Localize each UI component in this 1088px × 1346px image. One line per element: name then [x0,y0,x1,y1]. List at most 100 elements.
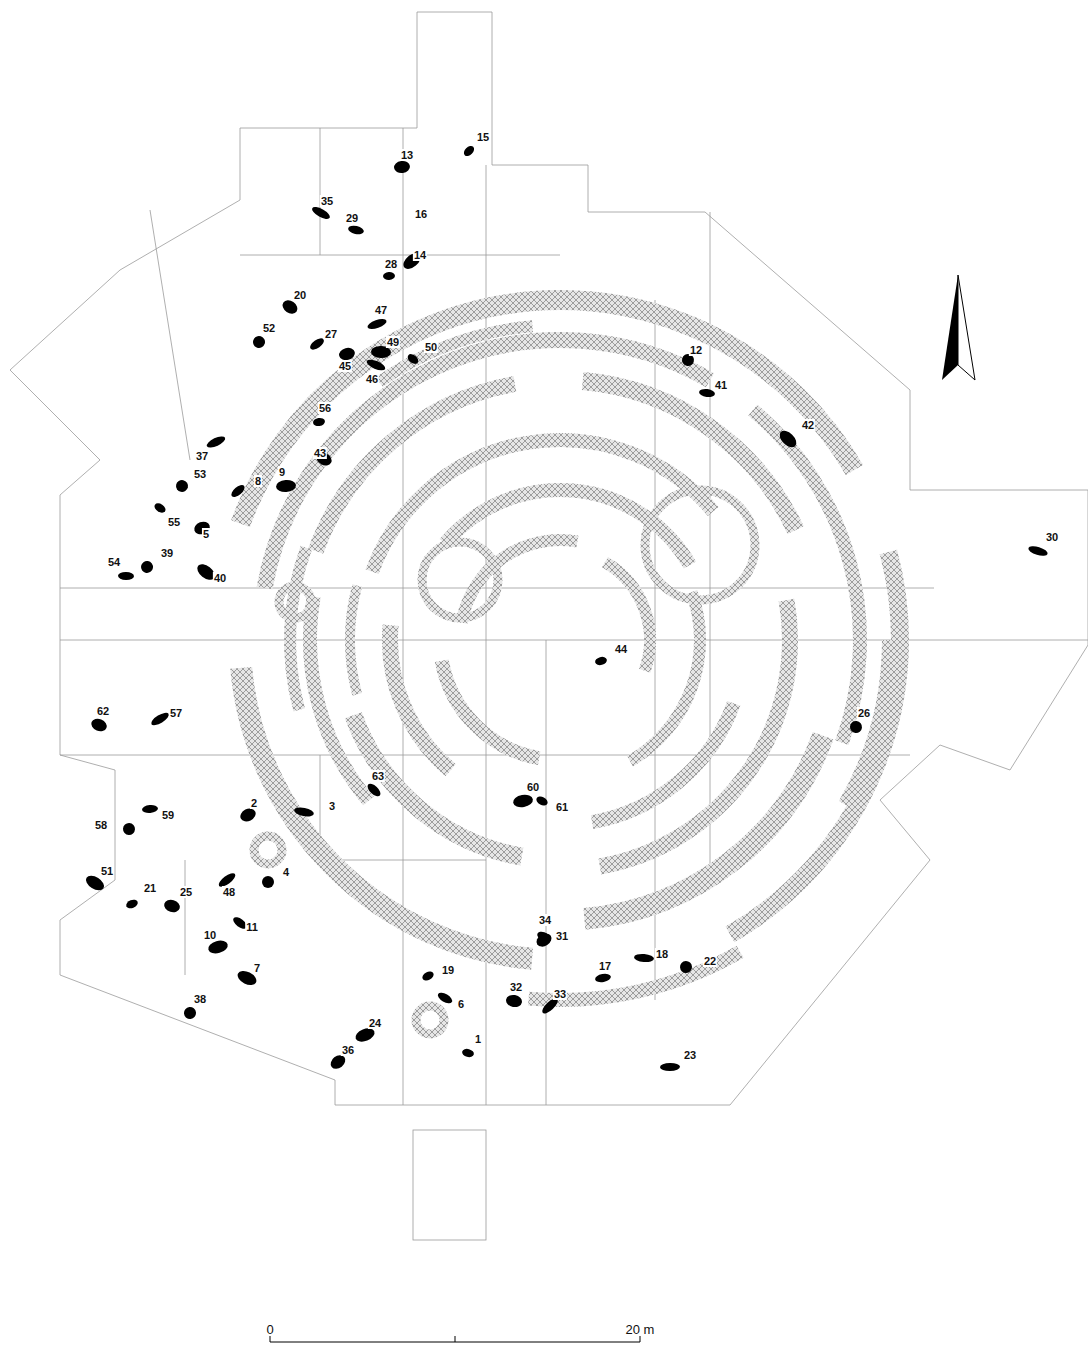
deposit-band [592,703,734,822]
find-cluster [310,205,331,222]
callout-number: 21 [143,882,157,894]
deposit-band [442,661,539,758]
callout-number: 27 [324,328,338,340]
find-cluster [89,716,108,733]
find-cluster [406,352,420,366]
find-cluster [383,272,395,281]
deposit-band [316,384,515,551]
find-cluster [366,317,388,331]
find-cluster [207,938,230,955]
callout-number: 31 [555,930,569,942]
callout-number: 6 [457,998,465,1010]
find-cluster [594,973,611,984]
callout-number: 37 [195,450,209,462]
find-cluster [251,334,266,349]
find-clusters [83,144,1048,1072]
callout-number: 62 [96,705,110,717]
callout-number: 43 [313,447,327,459]
north-arrow [942,275,975,380]
find-cluster [421,970,435,983]
deposit-band [605,562,650,671]
callout-number: 25 [179,886,193,898]
callout-number: 13 [400,149,414,161]
callout-number: 36 [341,1044,355,1056]
callout-number: 50 [424,341,438,353]
find-cluster [534,931,554,950]
find-cluster [365,357,387,372]
find-cluster [118,572,134,580]
find-cluster [849,720,862,733]
callout-number: 48 [222,886,236,898]
find-cluster [512,793,534,808]
callout-number: 39 [160,547,174,559]
ring-feature [254,836,282,864]
find-cluster [121,821,138,838]
deposit-band [290,548,306,710]
callout-number: 5 [202,528,210,540]
callout-number: 49 [386,336,400,348]
find-cluster [505,994,523,1009]
ring-feature [645,490,755,600]
callout-number: 1 [474,1033,482,1045]
callout-number: 56 [318,402,332,414]
ring-feature [416,1006,444,1034]
callout-number: 42 [801,419,815,431]
callout-number: 63 [371,770,385,782]
find-cluster [634,953,655,963]
callout-number: 53 [193,468,207,480]
find-cluster [293,806,314,818]
callout-number: 44 [614,643,628,655]
scale-label: 0 [265,1324,274,1336]
deposit-band [350,586,357,695]
find-cluster [175,479,189,493]
callout-number: 40 [213,572,227,584]
callout-number: 54 [107,556,121,568]
find-cluster [660,1063,680,1071]
find-cluster [183,1006,196,1019]
find-cluster [153,501,167,514]
find-cluster [436,990,454,1005]
find-cluster [393,160,411,174]
deposit-band [310,597,368,801]
find-cluster [462,144,476,158]
deposit-band [846,640,890,805]
deposit-band [529,952,740,1000]
callout-number: 59 [161,809,175,821]
callout-number: 57 [169,707,183,719]
callout-number: 17 [598,960,612,972]
callout-number: 38 [193,993,207,1005]
hatched-deposits [241,300,900,1034]
scale-bar [270,1335,640,1342]
callout-number: 20 [293,289,307,301]
callout-number: 2 [250,797,258,809]
scale-label: 20 m [625,1324,656,1336]
find-cluster [149,710,170,727]
find-cluster [1027,544,1048,557]
callout-number: 58 [94,819,108,831]
find-cluster [139,559,156,576]
callout-number: 26 [857,707,871,719]
callout-number: 41 [714,379,728,391]
callout-number: 18 [655,948,669,960]
find-cluster [365,782,382,799]
find-cluster [535,795,549,808]
callout-number: 15 [476,131,490,143]
callout-number: 51 [100,865,114,877]
callout-number: 28 [384,258,398,270]
callout-number: 11 [245,921,259,933]
callout-number: 23 [683,1049,697,1061]
callout-number: 45 [338,360,352,372]
find-cluster [777,428,800,451]
deposit-band [390,625,451,770]
trench-outline [10,12,1088,1240]
callout-number: 47 [374,304,388,316]
find-cluster [312,417,325,427]
deposit-band [241,668,532,959]
callout-number: 3 [328,800,336,812]
deposit-band [753,410,860,742]
find-cluster [461,1048,475,1059]
callout-number: 14 [413,249,427,261]
find-cluster [276,479,297,492]
